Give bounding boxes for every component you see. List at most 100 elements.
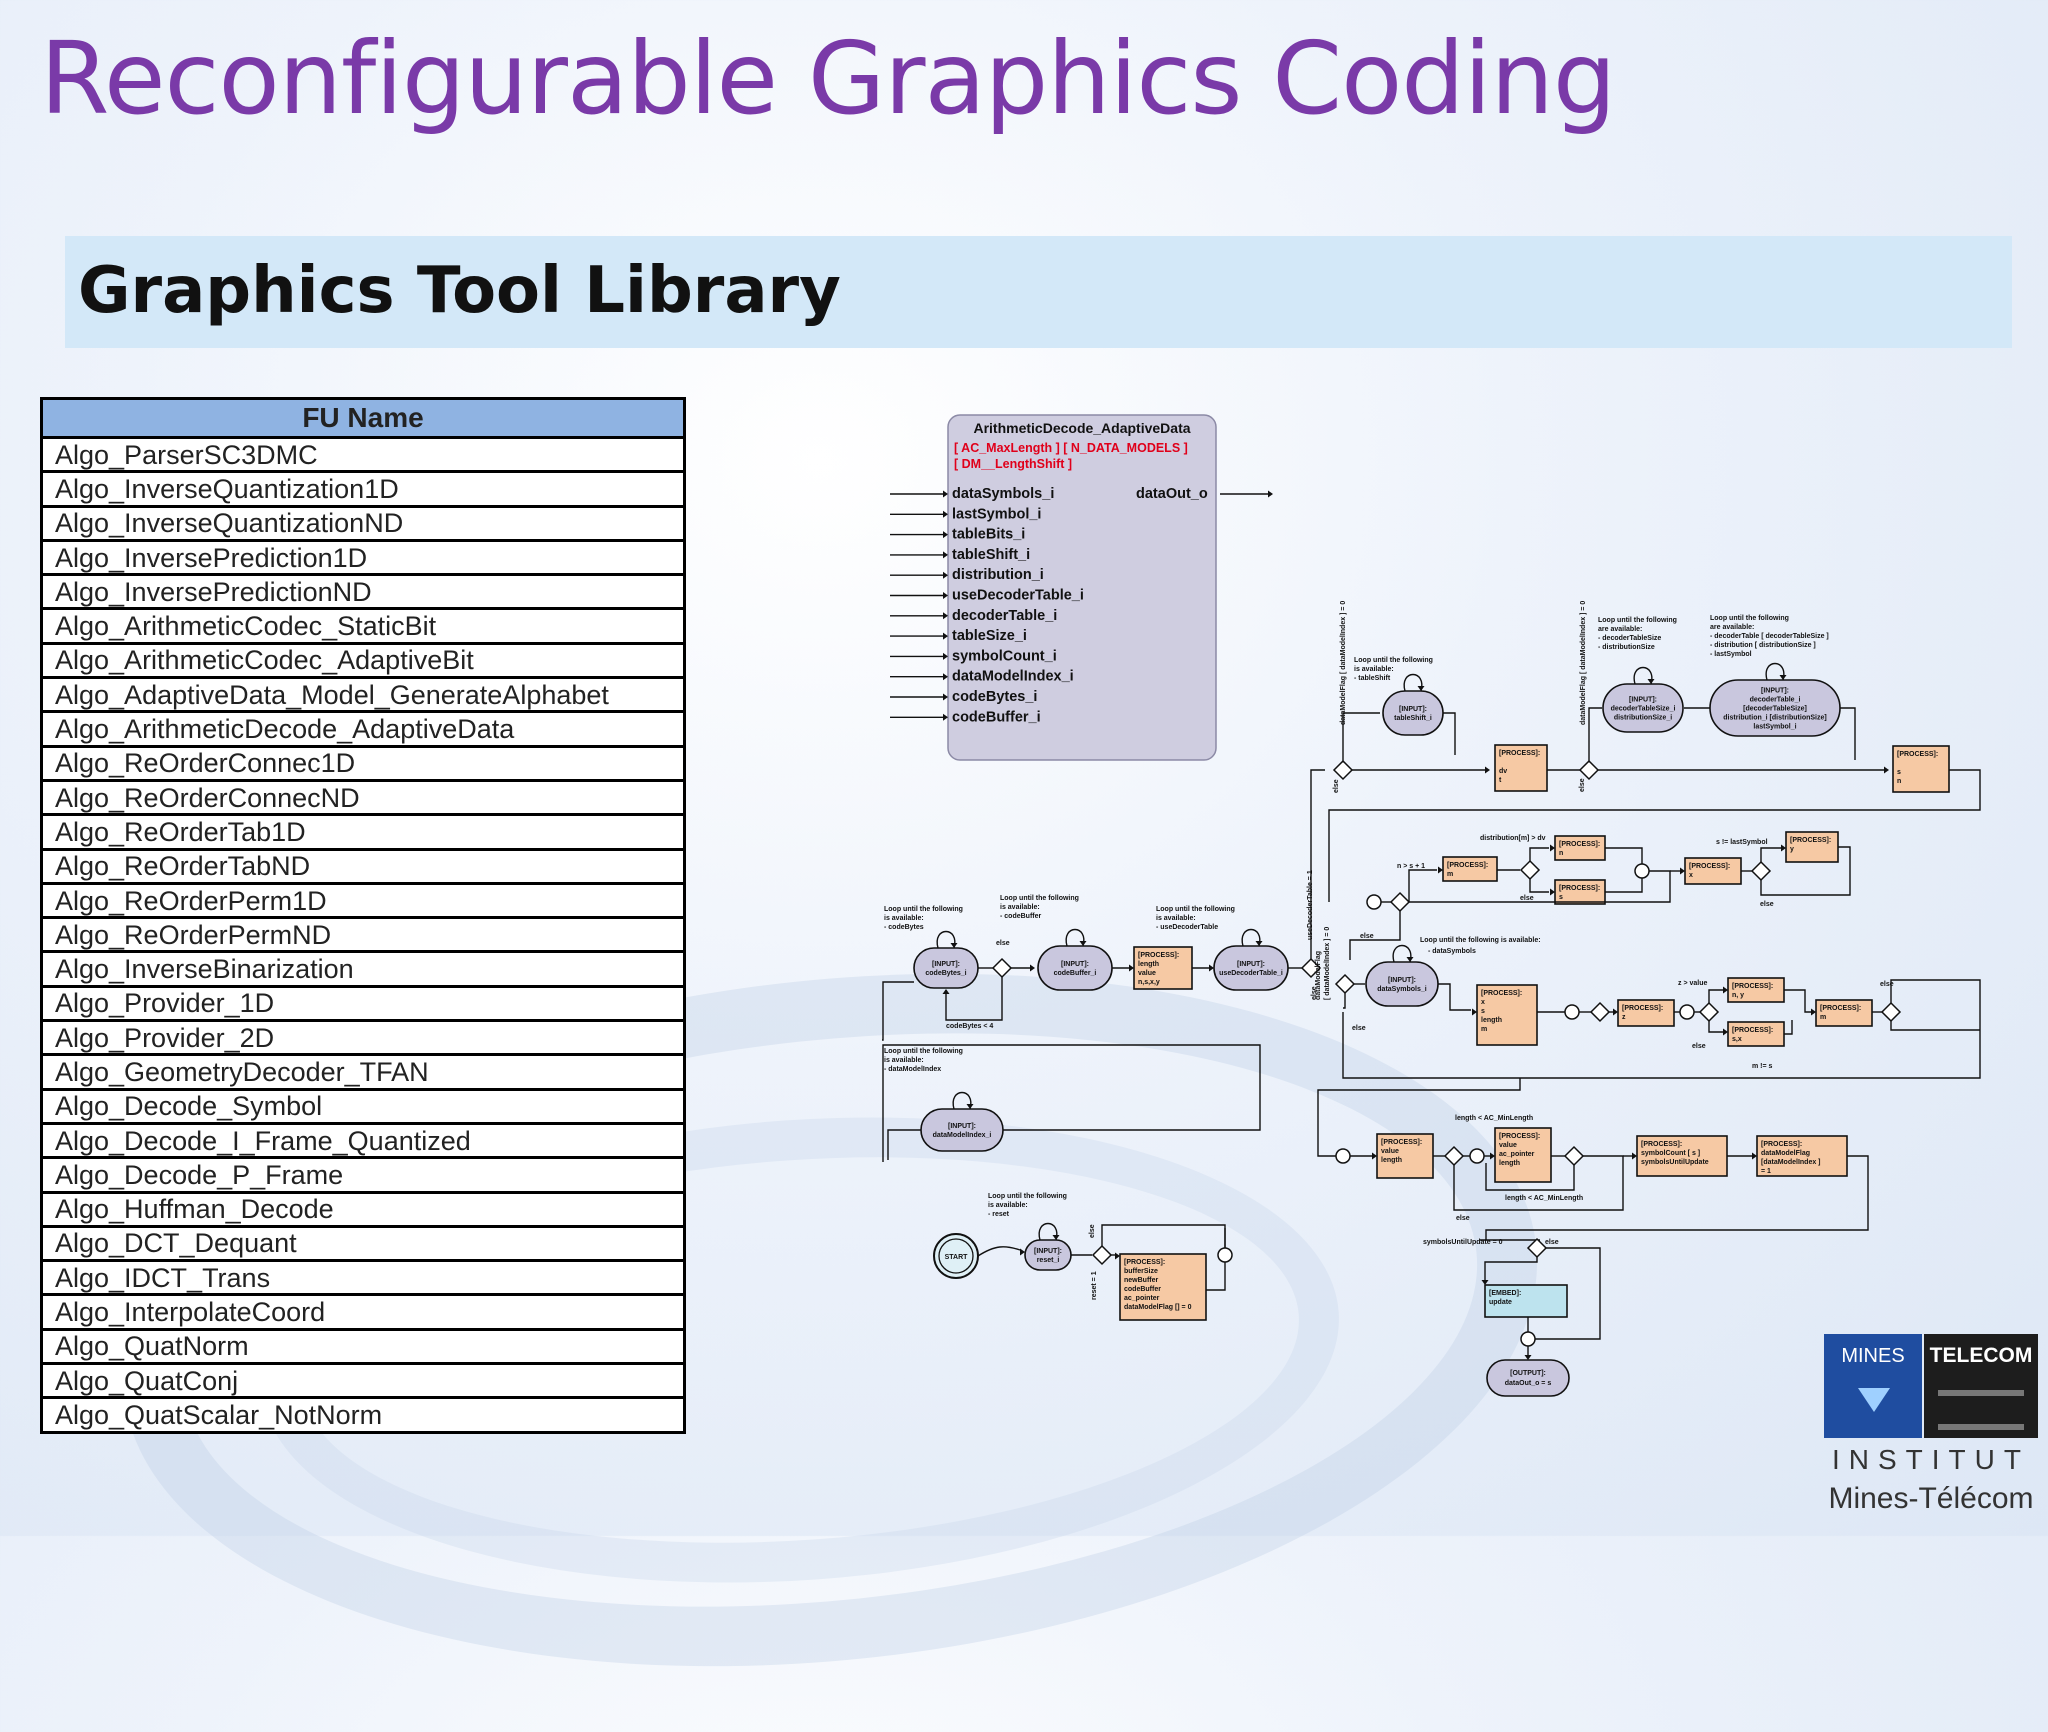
arrowhead bbox=[1372, 1152, 1377, 1160]
transition-line bbox=[1485, 1155, 1869, 1240]
condition-label: else bbox=[1520, 895, 1534, 902]
process-n-label: n bbox=[1559, 850, 1563, 857]
transition-line bbox=[1349, 911, 1401, 960]
process-init bbox=[1119, 1253, 1207, 1321]
condition-label: codeBytes < 4 bbox=[946, 1023, 993, 1030]
fu-input-port: decoderTable_i bbox=[952, 608, 1057, 624]
junction-node bbox=[1366, 894, 1382, 910]
arrowhead bbox=[1115, 1252, 1120, 1260]
fu-block-name: ArithmeticDecode_AdaptiveData bbox=[973, 420, 1190, 436]
table-row: Algo_ParserSC3DMC bbox=[40, 435, 686, 474]
table-row: Algo_Huffman_Decode bbox=[40, 1190, 686, 1228]
input-state-data-symbols bbox=[1365, 961, 1439, 1007]
loop-note: - lastSymbol bbox=[1710, 651, 1752, 658]
fu-name-cell: Algo_ArithmeticCodec_AdaptiveBit bbox=[40, 641, 686, 680]
loop-note: - dataModelIndex bbox=[884, 1066, 941, 1073]
transition-line bbox=[887, 1129, 921, 1160]
table-row: Algo_ArithmeticCodec_StaticBit bbox=[40, 607, 686, 645]
arrowhead bbox=[1129, 964, 1134, 972]
arrowhead bbox=[943, 713, 948, 721]
condition-label: reset = 1 bbox=[1091, 1271, 1098, 1300]
process-xslm-label: length bbox=[1481, 1017, 1502, 1024]
input-state-table-shift-label: tableShift_i bbox=[1394, 715, 1432, 722]
decision-diamond bbox=[1589, 1001, 1611, 1023]
decision-diamond bbox=[1563, 1145, 1585, 1167]
transition-line bbox=[1605, 878, 1643, 893]
process-m2 bbox=[1815, 999, 1873, 1027]
table-row: Algo_ReOrderConnecND bbox=[40, 778, 686, 817]
condition-label: else bbox=[1760, 901, 1774, 908]
table-row: Algo_InverseBinarization bbox=[40, 950, 686, 988]
process-y-label: [PROCESS]: bbox=[1790, 837, 1831, 844]
junction-node bbox=[1335, 1148, 1351, 1164]
loop-note: Loop until the following bbox=[1000, 895, 1079, 902]
process-y bbox=[1785, 831, 1839, 863]
transition-line bbox=[1101, 1224, 1226, 1250]
table-row: Algo_Provider_2D bbox=[40, 1019, 686, 1057]
table-row: Algo_ArithmeticCodec_AdaptiveBit bbox=[40, 641, 686, 680]
table-row: Algo_ReOrderPermND bbox=[40, 916, 686, 954]
transition-line bbox=[1784, 1020, 1793, 1035]
fu-name-cell: Algo_Decode_P_Frame bbox=[40, 1156, 686, 1194]
fu-input-port: symbolCount_i bbox=[952, 648, 1057, 664]
fu-output-port: dataOut_o bbox=[1136, 486, 1208, 502]
loop-note: - codeBytes bbox=[884, 924, 924, 931]
table-row: Algo_ReOrderConnec1D bbox=[40, 744, 686, 782]
arrowhead bbox=[1781, 844, 1786, 852]
arrowhead bbox=[1680, 867, 1685, 875]
input-state-data-symbols-label: [INPUT]: bbox=[1388, 977, 1416, 984]
arrowhead bbox=[1884, 766, 1889, 774]
fu-input-port: lastSymbol_i bbox=[952, 506, 1041, 522]
input-state-model-index-label: [INPUT]: bbox=[948, 1123, 976, 1130]
input-state-table-shift bbox=[1382, 690, 1444, 736]
process-sc-label: symbolCount [ s ] bbox=[1641, 1150, 1700, 1157]
junction-node bbox=[1634, 863, 1650, 879]
loop-note: - useDecoderTable bbox=[1156, 924, 1218, 931]
fu-input-port: distribution_i bbox=[952, 567, 1044, 583]
table-row: Algo_ReOrderTab1D bbox=[40, 813, 686, 851]
loop-note: are available: bbox=[1710, 624, 1754, 631]
arrowhead bbox=[1723, 1028, 1728, 1036]
fu-input-port: dataModelIndex_i bbox=[952, 669, 1074, 685]
arrowhead bbox=[943, 531, 948, 539]
fu-name-cell: Algo_QuatConj bbox=[40, 1362, 686, 1400]
condition-label: else bbox=[1352, 1025, 1366, 1032]
loop-note: Loop until the following bbox=[884, 906, 963, 913]
table-body: Algo_ParserSC3DMC Algo_InverseQuantizatio… bbox=[40, 435, 686, 1434]
self-loop bbox=[936, 931, 956, 949]
condition-label: [ dataModelIndex ] = 0 bbox=[1324, 927, 1331, 1000]
process-m-label: m bbox=[1447, 871, 1453, 878]
process-ny bbox=[1727, 977, 1785, 1003]
arrowhead bbox=[1647, 679, 1655, 684]
process-value-label: value bbox=[1138, 970, 1156, 977]
input-state-code-buffer-label: codeBuffer_i bbox=[1054, 970, 1097, 977]
arrowhead bbox=[1417, 686, 1425, 691]
fu-name-cell: Algo_InversePredictionND bbox=[40, 573, 686, 611]
fu-name-cell: Algo_Provider_1D bbox=[40, 984, 686, 1023]
input-state-dt-size bbox=[1602, 683, 1684, 733]
process-dv-label: [PROCESS]: bbox=[1499, 750, 1540, 757]
process-sx-label: s,x bbox=[1732, 1036, 1742, 1043]
decision-diamond bbox=[1389, 891, 1411, 913]
fu-name-cell: Algo_InverseQuantizationND bbox=[40, 504, 686, 542]
junction-node bbox=[1469, 1148, 1485, 1164]
process-xslm-label: [PROCESS]: bbox=[1481, 990, 1522, 997]
transition-line bbox=[1840, 707, 1856, 760]
process-sn-label: n bbox=[1897, 778, 1901, 785]
loop-note: - reset bbox=[988, 1211, 1010, 1218]
loop-note: Loop until the following bbox=[988, 1193, 1067, 1200]
loop-note: - distributionSize bbox=[1598, 644, 1655, 651]
input-state-dt-size-label: distributionSize_i bbox=[1614, 715, 1672, 722]
condition-label: symbolsUntilUpdate = 0 bbox=[1423, 1239, 1503, 1246]
loop-note: is available: bbox=[884, 1057, 924, 1064]
process-s-label: [PROCESS]: bbox=[1559, 885, 1600, 892]
arrowhead bbox=[966, 1104, 974, 1109]
transition-line bbox=[1317, 1078, 1521, 1157]
process-ny-label: [PROCESS]: bbox=[1732, 983, 1773, 990]
fu-input-port: codeBytes_i bbox=[952, 689, 1037, 705]
arrowhead bbox=[1020, 1248, 1025, 1256]
table-row: Algo_QuatScalar_NotNorm bbox=[40, 1396, 686, 1434]
transition-line bbox=[1605, 847, 1643, 864]
decision-diamond bbox=[1443, 1145, 1465, 1167]
input-state-dt-size-label: [INPUT]: bbox=[1629, 697, 1657, 704]
